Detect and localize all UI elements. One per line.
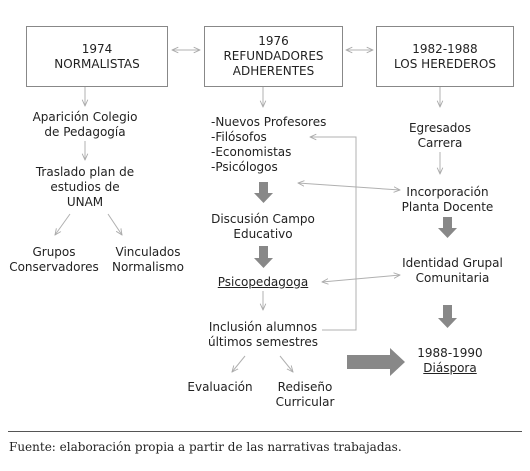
aparicion-line1: Aparición Colegio [32, 110, 138, 124]
source-note: Fuente: elaboración propia a partir de l… [9, 440, 402, 454]
identidad-line1: Identidad Grupal [402, 256, 503, 270]
identidad-line2: Comunitaria [415, 271, 490, 285]
refundadores-year: 1976 [258, 34, 289, 48]
normalistas-name: NORMALISTAS [54, 56, 140, 71]
diaspora-text: 1988-1990 Diáspora [400, 346, 500, 376]
normalistas-year: 1974 [81, 41, 113, 56]
double-arrow-psicopedagoga-identidad [322, 275, 400, 282]
discusion-line1: Discusión Campo [211, 212, 315, 226]
profesiones-list: -Nuevos Profesores -Filósofos -Economist… [211, 115, 326, 175]
psicopedagoga-text: Psicopedagoga [217, 275, 309, 289]
traslado-line2: estudios de [50, 180, 120, 194]
grupos-conservadores-text: Grupos Conservadores [6, 245, 102, 275]
rediseno-line1: Rediseño [277, 380, 333, 394]
block-arrow-inclusion-diaspora [347, 348, 405, 376]
identidad-grupal-text: Identidad Grupal Comunitaria [380, 256, 525, 286]
list-item: -Psicólogos [211, 160, 278, 174]
herederos-year: 1982-1988 [412, 41, 478, 56]
rediseno-line2: Curricular [275, 395, 335, 409]
list-item: -Economistas [211, 145, 292, 159]
grupos-line2: Conservadores [9, 260, 99, 274]
arrow-traslado-grupos [55, 213, 71, 235]
arrow-inclusion-evaluacion [232, 355, 246, 372]
incorporacion-line2: Planta Docente [401, 200, 494, 214]
inclusion-line1: Inclusión alumnos [208, 320, 318, 334]
block-arrow-incorporacion-identidad [438, 217, 457, 238]
arrow-inclusion-rediseno [279, 355, 293, 372]
vinculados-line2: Normalismo [111, 260, 185, 274]
traslado-line3: UNAM [66, 195, 104, 209]
incorporacion-line1: Incorporación [406, 185, 489, 199]
footer-divider [8, 431, 522, 432]
box-herederos: 1982-1988 LOS HEREDEROS [376, 26, 514, 87]
discusion-line2: Educativo [233, 227, 293, 241]
diaspora-year: 1988-1990 [417, 346, 483, 360]
herederos-name: LOS HEREDEROS [394, 56, 496, 71]
incorporacion-planta-text: Incorporación Planta Docente [380, 185, 515, 215]
aparicion-colegio-text: Aparición Colegio de Pedagogía [10, 110, 160, 140]
refundadores-name-line2: ADHERENTES [232, 64, 315, 78]
egresados-line1: Egresados [408, 121, 472, 135]
block-arrow-list-discusion [254, 182, 273, 203]
list-item: -Filósofos [211, 130, 267, 144]
egresados-carrera-text: Egresados Carrera [380, 121, 500, 151]
arrow-traslado-vinculados [107, 213, 122, 235]
refundadores-name-line1: REFUNDADORES [223, 49, 324, 63]
feedback-loop-arrow [310, 137, 357, 331]
block-arrow-identidad-diaspora [438, 305, 457, 328]
box-refundadores: 1976 REFUNDADORES ADHERENTES [204, 26, 343, 87]
vinculados-normalismo-text: Vinculados Normalismo [100, 245, 196, 275]
inclusion-alumnos-text: Inclusión alumnos últimos semestres [193, 320, 333, 350]
box-normalistas: 1974 NORMALISTAS [26, 26, 168, 87]
list-item: -Nuevos Profesores [211, 115, 327, 129]
traslado-line1: Traslado plan de [35, 165, 135, 179]
evaluacion-text: Evaluación [187, 380, 253, 394]
grupos-line1: Grupos [32, 245, 76, 259]
rediseno-curricular-text: Rediseño Curricular [265, 380, 345, 410]
double-arrow-psicologos-incorporacion [298, 183, 400, 190]
traslado-plan-text: Traslado plan de estudios de UNAM [10, 165, 160, 210]
aparicion-line2: de Pedagogía [44, 125, 126, 139]
discusion-campo-text: Discusión Campo Educativo [193, 212, 333, 242]
block-arrow-discusion-psico [254, 246, 273, 268]
diaspora-label: Diáspora [423, 361, 477, 375]
egresados-line2: Carrera [417, 136, 463, 150]
vinculados-line1: Vinculados [115, 245, 181, 259]
inclusion-line2: últimos semestres [207, 335, 319, 349]
